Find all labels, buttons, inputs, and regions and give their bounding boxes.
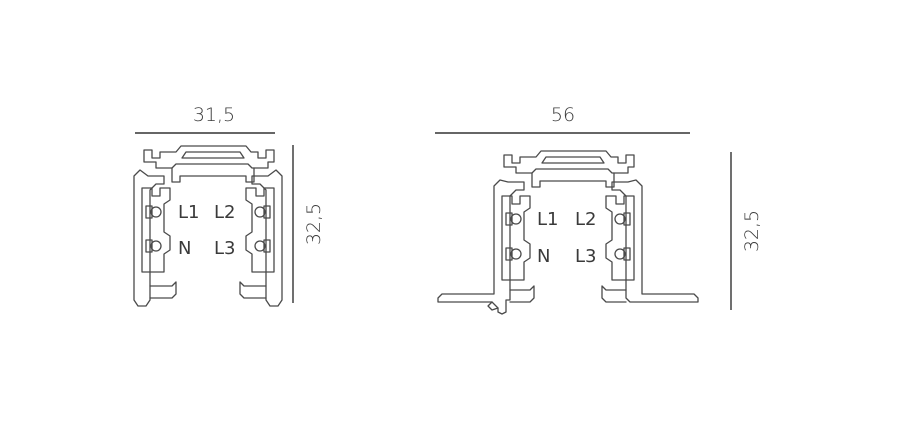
conductor-slot-n [150, 240, 162, 252]
width-dimension-label: 31,5 [193, 104, 235, 126]
bottom-left-lip [149, 281, 177, 299]
slot-l3-housing [263, 239, 271, 253]
left-outer-wall [133, 169, 165, 307]
bottom-left-lip [509, 285, 535, 303]
slot-l2-housing [623, 212, 631, 226]
top-rail-inner [181, 151, 245, 159]
right-conductor-carrier [605, 195, 635, 281]
label-l1: L1 [537, 209, 558, 230]
right-outer-wall [251, 169, 283, 307]
top-channel [171, 167, 255, 183]
conductor-slot-l2 [614, 213, 626, 225]
slot-n-housing [145, 239, 153, 253]
width-dimension-label: 56 [551, 104, 575, 126]
left-conductor-carrier [501, 195, 531, 281]
conductor-slot-l1 [150, 206, 162, 218]
left-outer-wall [437, 179, 525, 315]
label-l2: L2 [214, 202, 235, 223]
conductor-slot-l3 [254, 240, 266, 252]
slot-l2-housing [263, 205, 271, 219]
track-profile-surface: 31,5 32,5 L1 L2 N L3 [133, 104, 325, 307]
height-dimension-label: 32,5 [303, 203, 325, 245]
bottom-right-lip [601, 285, 627, 303]
height-dimension-label: 32,5 [741, 210, 763, 252]
top-rail-inner [541, 156, 605, 164]
conductor-slot-n [510, 248, 522, 260]
conductor-slot-l2 [254, 206, 266, 218]
conductor-slot-l3 [614, 248, 626, 260]
label-l3: L3 [575, 246, 596, 267]
left-flange-hook [487, 301, 499, 311]
slot-n-housing [505, 247, 513, 261]
slot-l1-housing [145, 205, 153, 219]
right-conductor-carrier [245, 187, 275, 273]
top-rail-outline [143, 145, 275, 169]
slot-l3-housing [623, 247, 631, 261]
track-profile-recessed: 56 32,5 L1 L2 N L3 [435, 104, 763, 315]
label-n: N [178, 238, 191, 259]
label-n: N [537, 246, 550, 267]
right-outer-wall [611, 179, 699, 303]
top-channel [531, 172, 615, 188]
top-rail-outline [503, 150, 635, 174]
label-l2: L2 [575, 209, 596, 230]
label-l3: L3 [214, 238, 235, 259]
conductor-slot-l1 [510, 213, 522, 225]
slot-l1-housing [505, 212, 513, 226]
bottom-right-lip [239, 281, 267, 299]
left-conductor-carrier [141, 187, 171, 273]
label-l1: L1 [178, 202, 199, 223]
